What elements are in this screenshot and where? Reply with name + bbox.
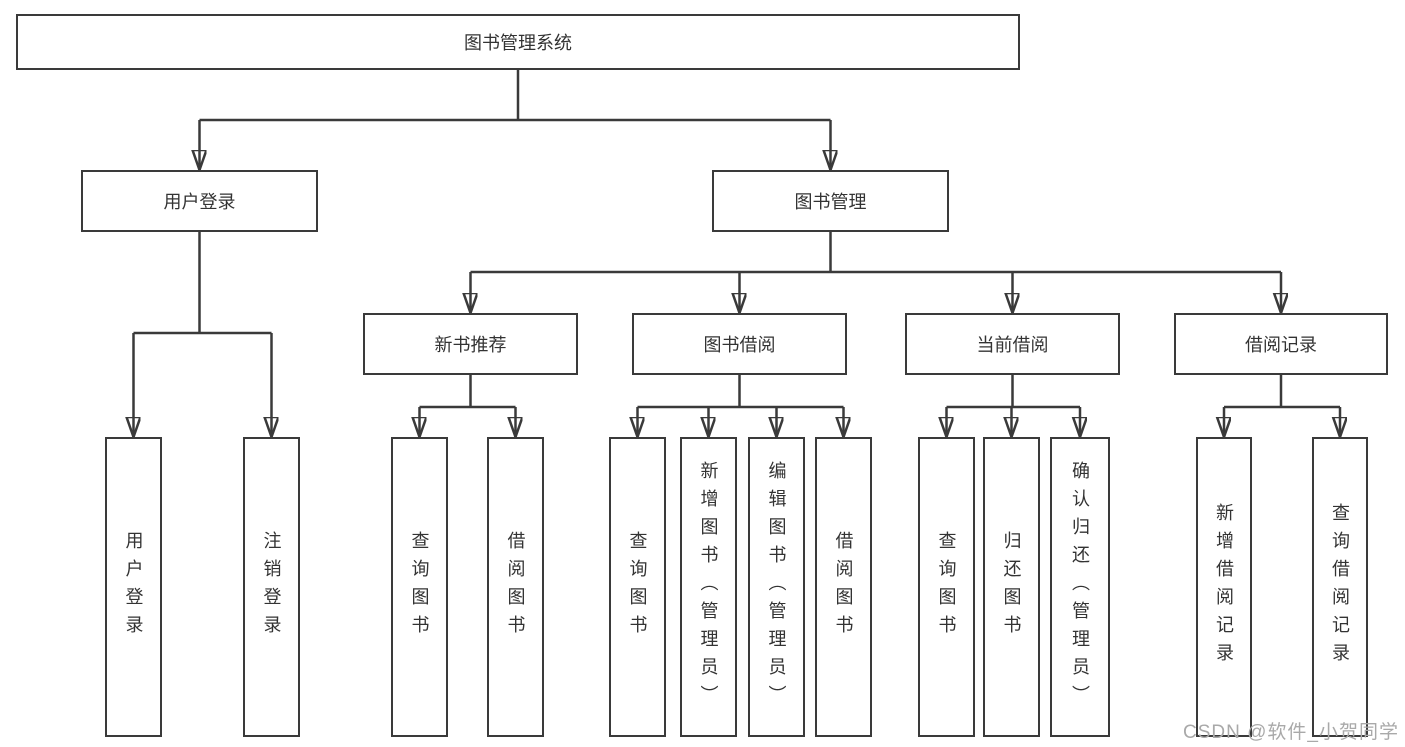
node-borrow-records: 借阅记录: [1174, 313, 1388, 375]
node-leaf-add-borrow-record: 新增借阅记录: [1196, 437, 1252, 737]
leaf-label: 新增借阅记录: [1214, 503, 1234, 671]
leaf-label: 用户登录: [123, 531, 144, 643]
node-leaf-confirm-return-admin: 确认归还（管理员）: [1050, 437, 1110, 737]
node-leaf-add-book-admin: 新增图书（管理员）: [680, 437, 737, 737]
leaf-label: 新增图书（管理员）: [698, 461, 719, 713]
leaf-label: 查询图书: [936, 531, 957, 643]
node-current-borrow: 当前借阅: [905, 313, 1120, 375]
node-leaf-borrow-book-recommend: 借阅图书: [487, 437, 544, 737]
node-root-system: 图书管理系统: [16, 14, 1020, 70]
node-leaf-query-book-borrow: 查询图书: [609, 437, 666, 737]
node-leaf-query-borrow-record: 查询借阅记录: [1312, 437, 1368, 737]
node-new-book-recommend: 新书推荐: [363, 313, 578, 375]
node-leaf-user-login: 用户登录: [105, 437, 162, 737]
node-leaf-return-book: 归还图书: [983, 437, 1040, 737]
node-book-borrow: 图书借阅: [632, 313, 847, 375]
node-leaf-query-book-current: 查询图书: [918, 437, 975, 737]
node-leaf-query-book-recommend: 查询图书: [391, 437, 448, 737]
leaf-label: 注销登录: [261, 531, 282, 643]
leaf-label: 借阅图书: [833, 531, 854, 643]
node-user-login: 用户登录: [81, 170, 318, 232]
node-leaf-logout: 注销登录: [243, 437, 300, 737]
node-book-management: 图书管理: [712, 170, 949, 232]
node-leaf-edit-book-admin: 编辑图书（管理员）: [748, 437, 805, 737]
leaf-label: 借阅图书: [505, 531, 526, 643]
leaf-label: 查询借阅记录: [1330, 503, 1350, 671]
leaf-label: 编辑图书（管理员）: [766, 461, 787, 713]
csdn-watermark: CSDN @软件_小贺同学: [1183, 722, 1399, 743]
leaf-label: 确认归还（管理员）: [1070, 461, 1090, 713]
node-leaf-borrow-book: 借阅图书: [815, 437, 872, 737]
leaf-label: 查询图书: [409, 531, 430, 643]
leaf-label: 查询图书: [627, 531, 648, 643]
leaf-label: 归还图书: [1001, 531, 1022, 643]
connector-trunks: [133, 70, 1340, 409]
